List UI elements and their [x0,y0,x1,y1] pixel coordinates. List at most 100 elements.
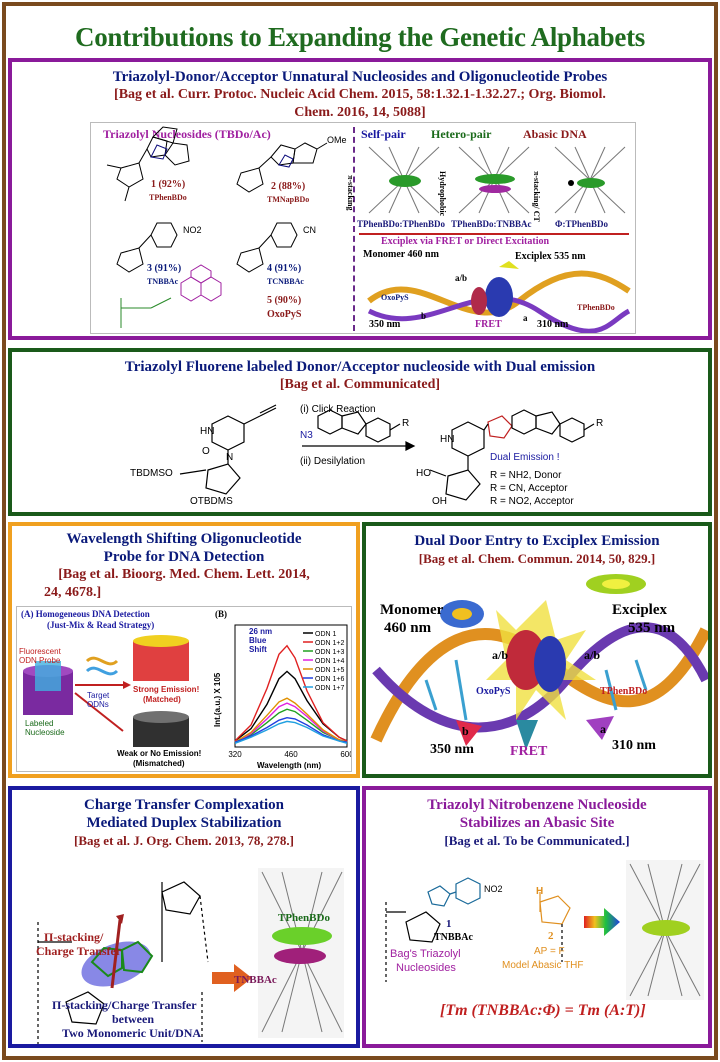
tphen-label-1: TPhenBDo [577,303,615,312]
reaction-scheme [179,404,595,501]
compound5-name: OxoPyS [267,309,302,320]
legend-entry: ODN 1+5 [315,667,344,674]
abasic-formula: Φ:TPhenBDo [555,219,608,229]
compound1-yield: 1 (92%) [151,179,186,190]
panel6-ref: [Bag et al. To be Communicated.] [444,833,630,848]
tphen-label-3: TPhenBDo [278,912,330,924]
matched-label: (Matched) [143,695,181,704]
hydrophobic-label: Hydrophobic [438,171,447,217]
series-line [234,720,348,744]
panel4-heading: Dual Door Entry to Exciplex Emission [414,533,660,549]
hetero-pair-label: Hetero-pair [431,127,492,141]
panel6-heading-line1: Triazolyl Nitrobenzene Nucleoside [427,797,647,813]
hn-label-left: HN [200,426,215,437]
legend-entry: ODN 1+2 [315,640,344,647]
compound2-number-6: 2 [548,930,554,942]
ab-right-label: a/b [584,648,601,662]
panel3-ref-line1: [Bag et al. Bioorg. Med. Chem. Lett. 201… [58,567,310,582]
panel3-heading-line1: Wavelength Shifting Oligonucleotide [66,531,302,547]
compound5-yield: 5 (90%) [267,295,302,306]
probe-label: Fluorescent ODN Probe [19,647,61,665]
fret-label: FRET [475,319,502,330]
dual-emission-label: Dual Emission ! [490,452,560,463]
compound3-yield: 3 (91%) [147,263,182,274]
panel-wavelength-shifting: Wavelength Shifting Oligonucleotide Prob… [8,522,360,778]
nm310-label: 310 nm [537,319,569,330]
ome-label: OMe [327,135,347,145]
pi-ct-label: π-stacking/ CT [532,171,541,222]
desilylation-label: (ii) Desilylation [300,456,366,467]
panel3-heading-line2: Probe for DNA Detection [103,549,265,565]
n-label-left: N [226,452,234,463]
chart-xlabel: Wavelength (nm) [257,761,322,770]
monomer-word: Monomer [380,602,444,618]
detection-sub: (Just-Mix & Read Strategy) [47,620,155,630]
nucleosides-structures [106,126,328,328]
nucleosides-title: Triazolyl Nucleosides (TBDo/Ac) [103,127,271,141]
r-nh2-label: R = NH2, Donor [490,470,562,481]
weak-label: Weak or No Emission! [117,749,202,758]
tm-equation: [Tm (TNBBAc:Φ) = Tm (A:T)] [440,1002,646,1019]
hn-label-right: HN [440,434,455,445]
click-reaction-label: (i) Click Reaction [300,404,376,415]
chart-ylabel: Int.(a.u.) X 105 [213,672,222,727]
strong-label: Strong Emission! [133,685,200,694]
panel6-heading-line2: Stabilizes an Abasic Site [459,815,615,831]
tnb-label-3: TNBBAc [234,974,277,986]
oxopys-label-2: OxoPyS [476,686,511,697]
cn-label: CN [303,225,316,235]
duplex-models [368,146,626,214]
compound3-name: TNBBAc [147,277,179,286]
panel5-heading-line1: Charge Transfer Complexation [84,797,284,813]
exciplex-dna-art [370,574,708,750]
ap-label: AP = F [534,946,565,957]
no2-label: NO2 [183,225,202,235]
x-tick-label: 460 [284,750,298,759]
pi-stacking-line1: Π-stacking/ [44,930,104,944]
tbdmso-label: TBDMSO [130,468,173,479]
fret-label-2: FRET [510,744,548,759]
ct-bottom-line3: Two Monomeric Unit/DNA [62,1026,202,1040]
compound1-number-6: 1 [446,918,452,930]
exciplex-title: Exciplex via FRET or Direct Excitation [381,236,550,247]
monomer-nm: 460 nm [384,620,432,636]
compound1-name: TPhenBDo [149,193,187,202]
panel-b-label: (B) [215,609,227,619]
panel-fluorene-nucleoside: Triazolyl Fluorene labeled Donor/Accepto… [8,348,712,516]
compound4-name: TCNBBAc [267,277,304,286]
panel1-divider [353,127,355,331]
legend-entry: ODN 1+3 [315,649,344,656]
azide-label: N3 [300,430,313,441]
panel1-ref-line1: [Bag et al. Curr. Protoc. Nucleic Acid C… [114,87,606,102]
b-label-1: b [421,311,427,321]
detection-title: (A) Homogeneous DNA Detection [21,609,150,619]
chart-frame [234,624,348,748]
panel-nitrobenzene-abasic: Triazolyl Nitrobenzene Nucleoside Stabil… [362,786,712,1048]
exciplex-nm: 535 nm [628,620,676,636]
abasic-label: Abasic DNA [523,127,587,141]
exciplex-word: Exciplex [612,602,667,618]
nm310-label-2: 310 nm [612,738,656,753]
panel3-figure: (A) Homogeneous DNA Detection (Just-Mix … [16,606,352,772]
panel2-heading: Triazolyl Fluorene labeled Donor/Accepto… [124,359,596,375]
series-line [234,697,348,743]
exciplex-helix [367,261,631,333]
panel-dual-door-exciplex: Dual Door Entry to Exciplex Emission [Ba… [362,522,712,778]
panel2-ref: [Bag et al. Communicated] [279,377,441,392]
oh-label: OH [432,496,447,507]
ct-bottom-line1: Π-stacking/Charge Transfer [52,998,197,1012]
ct-complex-art [37,868,344,1044]
abasic-art [385,860,704,1000]
panel1-ref-line2: Chem. 2016, 14, 5088] [294,105,426,120]
exciplex-rule [359,233,629,235]
ab-left-label: a/b [492,648,509,662]
bag-line1: Bag's Triazolyl [390,948,461,960]
legend-entry: ODN 1+7 [315,685,344,692]
oxopys-label-1: OxoPyS [381,293,409,302]
b-label-2: b [462,724,469,738]
tnb-label-6: TNBBAc [434,932,473,943]
panel-triazolyl-nucleosides: Triazolyl-Donor/Acceptor Unnatural Nucle… [8,58,712,340]
exciplex-label: Exciplex 535 nm [515,251,586,262]
